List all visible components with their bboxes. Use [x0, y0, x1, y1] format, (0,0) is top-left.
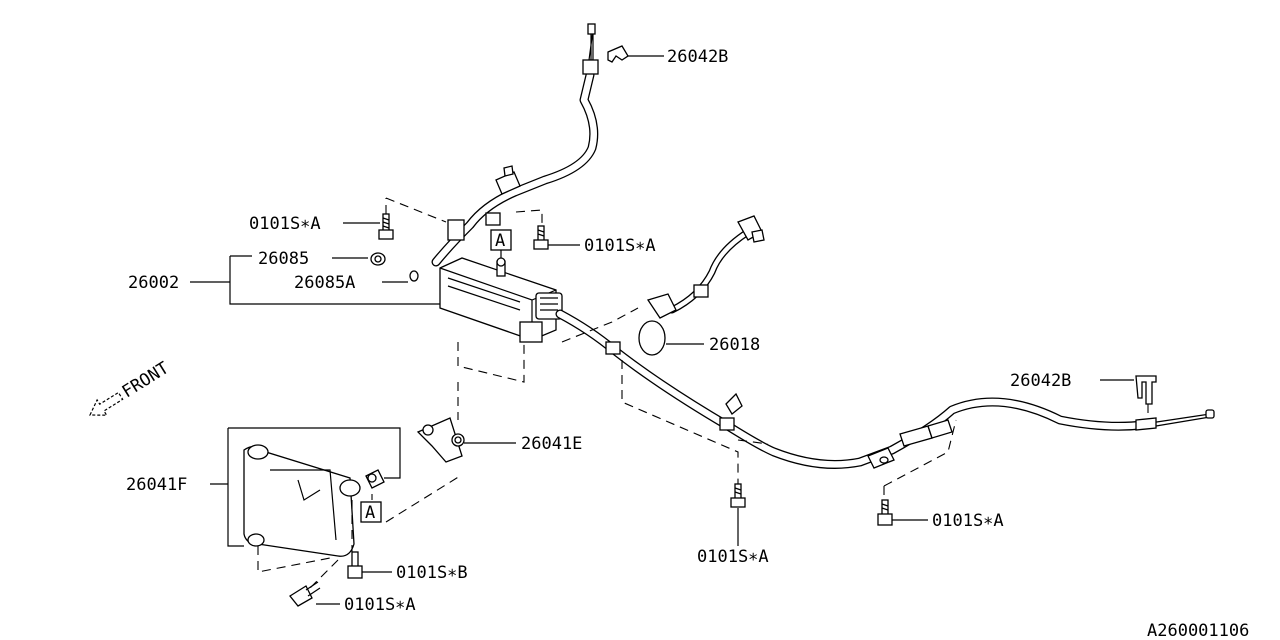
- marker-a-top: A: [490, 229, 512, 251]
- label-0101sa-3: 0101S∗A: [344, 595, 416, 615]
- bolt-0101sa-4: [730, 483, 746, 508]
- bolt-0101sa-5: [877, 499, 893, 526]
- front-label: FRONT: [119, 358, 173, 402]
- label-0101sa-4: 0101S∗A: [697, 547, 769, 567]
- drawing-number: A260001106: [1147, 621, 1249, 640]
- label-26085a: 26085A: [294, 273, 355, 293]
- label-26042b-top: 26042B: [667, 47, 728, 67]
- label-26018: 26018: [709, 335, 760, 355]
- bolt-0101sa-2: [533, 225, 549, 250]
- lower-brake-cable: [555, 309, 1215, 469]
- upper-brake-cable: [431, 23, 599, 267]
- grommet-26085: [370, 252, 386, 266]
- label-26042b-right: 26042B: [1010, 371, 1071, 391]
- bracket-26041e: [416, 417, 465, 463]
- marker-a-bottom-text: A: [365, 503, 375, 523]
- leader-lines: [190, 55, 1134, 605]
- label-26002: 26002: [128, 273, 179, 293]
- label-26041f: 26041F: [126, 475, 187, 495]
- bolt-0101sb: [347, 551, 363, 579]
- marker-a-top-text: A: [495, 231, 505, 251]
- parking-brake-actuator: [439, 257, 563, 343]
- grommet-26085a: [409, 270, 419, 282]
- front-arrow: FRONT: [89, 358, 173, 416]
- label-26085: 26085: [258, 249, 309, 269]
- bracket-26041f: [243, 444, 385, 557]
- label-26041e: 26041E: [521, 434, 582, 454]
- assembly-dash-lines: [257, 197, 1149, 589]
- clip-26042b-top: [607, 45, 629, 63]
- label-0101sa-2: 0101S∗A: [584, 236, 656, 256]
- marker-a-bottom: A: [360, 501, 382, 523]
- label-0101sa-1: 0101S∗A: [249, 214, 321, 234]
- bolt-0101sa-1: [378, 213, 394, 240]
- wire-harness: [638, 215, 765, 356]
- bolt-0101sa-3: [289, 581, 321, 607]
- label-0101sb: 0101S∗B: [396, 563, 468, 583]
- clip-26042b-right: [1135, 375, 1157, 405]
- label-0101sa-5: 0101S∗A: [932, 511, 1004, 531]
